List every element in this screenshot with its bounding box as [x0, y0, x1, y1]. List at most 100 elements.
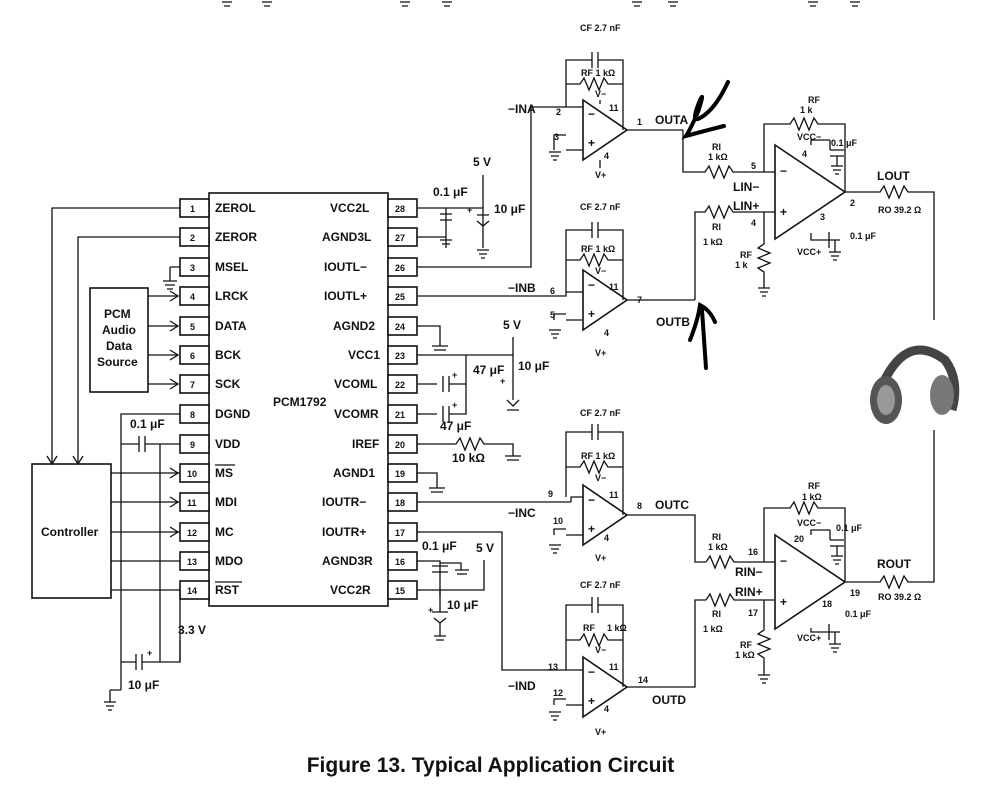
svg-text:−: −	[588, 107, 595, 121]
svg-text:VCC+: VCC+	[797, 247, 821, 257]
svg-text:10 μF: 10 μF	[494, 202, 525, 216]
svg-text:4: 4	[604, 533, 609, 543]
svg-text:V+: V+	[595, 348, 606, 358]
svg-text:10: 10	[553, 516, 563, 526]
svg-text:11: 11	[609, 282, 619, 292]
svg-text:VCC2L: VCC2L	[330, 201, 369, 215]
svg-text:22: 22	[395, 380, 405, 390]
svg-text:20: 20	[794, 534, 804, 544]
svg-text:MS: MS	[215, 466, 233, 480]
svg-text:18: 18	[822, 599, 832, 609]
svg-text:CF 2.7 nF: CF 2.7 nF	[580, 408, 621, 418]
svg-text:0.1 μF: 0.1 μF	[422, 539, 457, 553]
svg-text:+: +	[780, 595, 787, 609]
svg-text:+: +	[452, 400, 457, 410]
svg-text:1 kΩ: 1 kΩ	[735, 650, 755, 660]
svg-text:MDI: MDI	[215, 495, 237, 509]
svg-text:IOUTL+: IOUTL+	[324, 289, 367, 303]
svg-text:6: 6	[550, 286, 555, 296]
svg-text:19: 19	[395, 469, 405, 479]
svg-text:2: 2	[850, 198, 855, 208]
svg-text:RF: RF	[740, 250, 752, 260]
top-ground-marks	[222, 1, 860, 7]
svg-text:1: 1	[190, 204, 195, 214]
svg-text:CF 2.7 nF: CF 2.7 nF	[580, 580, 621, 590]
svg-text:−INC: −INC	[508, 506, 536, 520]
svg-text:MSEL: MSEL	[215, 260, 248, 274]
svg-text:7: 7	[637, 295, 642, 305]
svg-text:VDD: VDD	[215, 437, 241, 451]
svg-text:ZEROL: ZEROL	[215, 201, 256, 215]
svg-text:4: 4	[190, 292, 195, 302]
svg-text:IREF: IREF	[352, 437, 379, 451]
svg-text:0.1 μF: 0.1 μF	[130, 417, 165, 431]
svg-text:−: −	[588, 665, 595, 679]
svg-text:4: 4	[604, 151, 609, 161]
svg-text:V−: V−	[595, 266, 606, 276]
svg-text:VCC+: VCC+	[797, 633, 821, 643]
svg-text:1 kΩ: 1 kΩ	[703, 237, 723, 247]
svg-text:RF 1 kΩ: RF 1 kΩ	[581, 68, 615, 78]
svg-text:12: 12	[187, 528, 197, 538]
svg-text:BCK: BCK	[215, 348, 241, 362]
svg-text:VCC−: VCC−	[797, 518, 821, 528]
svg-text:23: 23	[395, 351, 405, 361]
svg-text:15: 15	[395, 586, 405, 596]
svg-text:4: 4	[604, 328, 609, 338]
svg-text:−: −	[780, 554, 787, 568]
svg-text:0.1 μF: 0.1 μF	[831, 138, 858, 148]
svg-text:7: 7	[190, 380, 195, 390]
svg-text:6: 6	[190, 351, 195, 361]
svg-text:−IND: −IND	[508, 679, 536, 693]
svg-text:LIN−: LIN−	[733, 180, 759, 194]
svg-text:RF: RF	[808, 481, 820, 491]
svg-text:−: −	[588, 278, 595, 292]
svg-text:17: 17	[395, 528, 405, 538]
svg-text:LRCK: LRCK	[215, 289, 249, 303]
svg-text:13: 13	[548, 662, 558, 672]
pin-27: 27 AGND3L	[322, 227, 418, 247]
svg-text:9: 9	[548, 489, 553, 499]
svg-text:+: +	[452, 370, 457, 380]
svg-text:10: 10	[187, 469, 197, 479]
svg-text:V+: V+	[595, 170, 606, 180]
svg-text:RO 39.2 Ω: RO 39.2 Ω	[878, 592, 921, 602]
svg-text:V+: V+	[595, 553, 606, 563]
svg-text:PCM: PCM	[104, 307, 131, 321]
svg-text:27: 27	[395, 233, 405, 243]
svg-text:1 k: 1 k	[735, 260, 749, 270]
svg-text:17: 17	[748, 608, 758, 618]
svg-text:8: 8	[190, 410, 195, 420]
svg-text:3: 3	[820, 212, 825, 222]
svg-text:ROUT: ROUT	[877, 557, 912, 571]
svg-text:20: 20	[395, 440, 405, 450]
svg-text:21: 21	[395, 410, 405, 420]
svg-text:RF 1 kΩ: RF 1 kΩ	[581, 244, 615, 254]
svg-text:AGND3L: AGND3L	[322, 230, 371, 244]
svg-text:−INA: −INA	[508, 102, 536, 116]
svg-text:CF 2.7 nF: CF 2.7 nF	[580, 23, 621, 33]
svg-text:5 V: 5 V	[473, 155, 491, 169]
analog-supply-network: + 0.1 μF 10 μF 5 V 5 V 10 μF + ++ 47 μF …	[417, 106, 571, 671]
svg-text:CF 2.7 nF: CF 2.7 nF	[580, 202, 621, 212]
svg-text:47 μF: 47 μF	[473, 363, 504, 377]
svg-text:+: +	[147, 648, 152, 658]
svg-text:+: +	[780, 205, 787, 219]
svg-text:VCC1: VCC1	[348, 348, 380, 362]
pcm1792-chip	[208, 192, 389, 607]
